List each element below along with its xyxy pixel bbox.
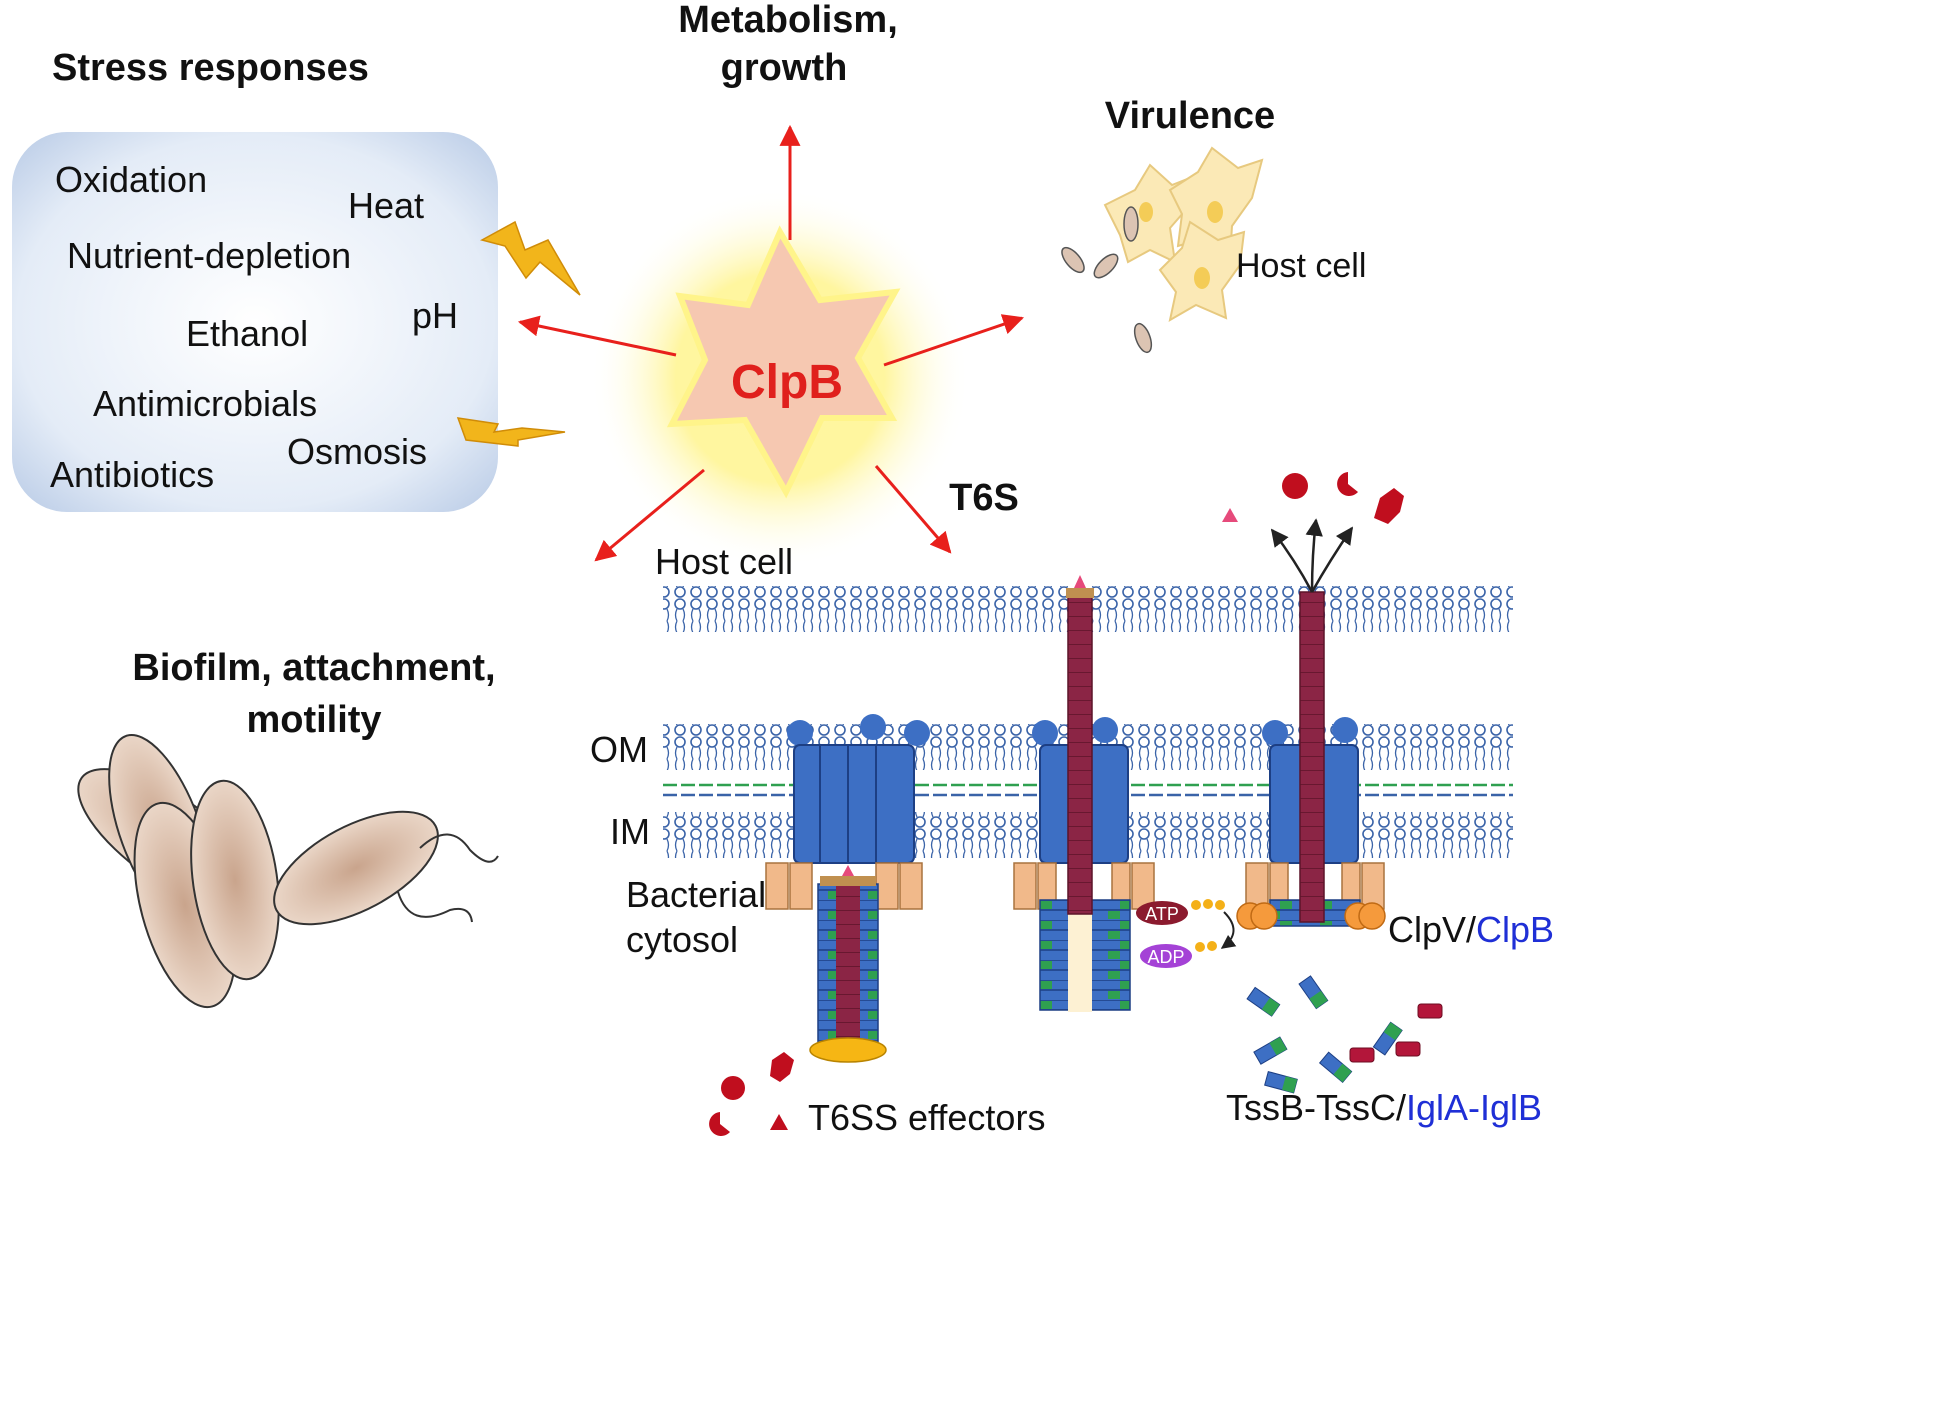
- t6s-host-cell-label: Host cell: [655, 541, 793, 582]
- t6ss-effectors-label: T6SS effectors: [808, 1097, 1045, 1138]
- effector-legend: T6SS effectors: [709, 1052, 1045, 1138]
- virulence-host-cell-label: Host cell: [1236, 247, 1366, 285]
- stress-antibiotics: Antibiotics: [50, 454, 214, 495]
- sheath-subunits: [1246, 975, 1443, 1094]
- adp-badge: [1140, 944, 1192, 968]
- atp-label: ATP: [1145, 904, 1179, 924]
- stress-responses-group: Stress responses Oxidation Heat Nutrient…: [12, 47, 581, 512]
- t6ss-complex-extended: [765, 714, 930, 1063]
- released-effectors: [1222, 472, 1404, 524]
- t6s-title: T6S: [949, 477, 1019, 519]
- biofilm-label: Biofilm, attachment,: [132, 647, 495, 689]
- stress-responses-title: Stress responses: [52, 47, 369, 89]
- clpb-star: [666, 225, 901, 499]
- metabolism-label: Metabolism,: [678, 0, 898, 41]
- stress-antimicrobials: Antimicrobials: [93, 383, 317, 424]
- lightning-icon: [479, 220, 581, 296]
- bacterium: [273, 810, 439, 926]
- atp-badge: [1136, 901, 1188, 925]
- om-label: OM: [590, 729, 648, 770]
- arrow-to-t6s: [874, 465, 952, 554]
- adp-label: ADP: [1147, 947, 1184, 967]
- clpv-label: ClpV/ClpB: [1388, 909, 1554, 950]
- flagellum: [419, 833, 499, 863]
- t6ss-complex-contracted: [1013, 575, 1155, 1012]
- arrow-to-biofilm: [594, 468, 705, 562]
- atp-hydrolysis-arrow: [1220, 911, 1237, 949]
- im-label: IM: [610, 811, 650, 852]
- virulence-group: Virulence Host cell: [1061, 95, 1366, 354]
- t6s-group: T6S Host cell OM IM Bacterial cytosol: [590, 472, 1554, 1138]
- stress-box: [12, 132, 498, 512]
- stress-nutrient: Nutrient-depletion: [67, 235, 351, 276]
- virulence-title: Virulence: [1105, 95, 1275, 137]
- tssb-tssc-label: TssB-TssC/IglA-IglB: [1226, 1087, 1542, 1128]
- bacterium: [190, 779, 280, 981]
- flagellum: [397, 891, 473, 923]
- stress-ethanol: Ethanol: [186, 313, 308, 354]
- stress-heat: Heat: [348, 185, 424, 226]
- clpb-label: ClpB: [731, 356, 843, 409]
- lightning-icon: [456, 417, 566, 447]
- stress-osmosis: Osmosis: [287, 431, 427, 472]
- stress-ph: pH: [412, 295, 458, 336]
- cytosol-label: cytosol: [626, 919, 738, 960]
- biofilm-group: Biofilm, attachment, motility: [77, 647, 499, 1009]
- arrow-to-virulence: [883, 314, 1024, 367]
- t6ss-complex-recycling: [1236, 518, 1386, 930]
- clpv-hexamer: [1236, 902, 1386, 930]
- clpb-arrows: [517, 124, 1024, 562]
- growth-label: growth: [721, 47, 848, 89]
- clpb-center: ClpB: [590, 188, 970, 568]
- arrow-to-stress: [517, 315, 677, 357]
- effector-triangle-icon: [770, 1114, 788, 1130]
- bacterial-label: Bacterial: [626, 874, 766, 915]
- motility-label: motility: [246, 699, 381, 741]
- stress-oxidation: Oxidation: [55, 159, 207, 200]
